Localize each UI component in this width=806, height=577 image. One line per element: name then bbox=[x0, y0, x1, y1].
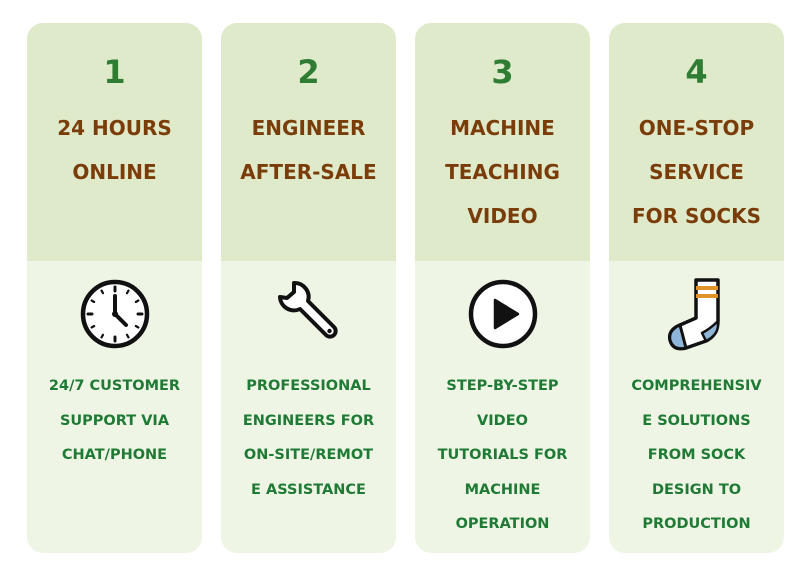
card-title-line: AFTER-SALE bbox=[240, 160, 377, 184]
card-title-line: 24 HOURS bbox=[57, 116, 172, 140]
card-title: ONE-STOP SERVICE FOR SOCKS bbox=[617, 106, 777, 238]
card-title-line: ONLINE bbox=[72, 160, 157, 184]
card-body: 24/7 CUSTOMER SUPPORT VIA CHAT/PHONE bbox=[27, 261, 202, 553]
card-description-line: E SOLUTIONS bbox=[642, 412, 751, 429]
card-description: STEP-BY-STEP VIDEO TUTORIALS FOR MACHINE… bbox=[423, 369, 583, 542]
card-title-line: ONE-STOP bbox=[638, 116, 755, 140]
card-description: PROFESSIONAL ENGINEERS FOR ON-SITE/REMOT… bbox=[229, 369, 389, 507]
card-header: 4 ONE-STOP SERVICE FOR SOCKS bbox=[609, 23, 784, 261]
card-description-line: MACHINE bbox=[464, 481, 541, 498]
sock-icon bbox=[660, 277, 734, 351]
card-machine-teaching-video: 3 MACHINE TEACHING VIDEO STEP-BY-STEP VI… bbox=[415, 23, 590, 553]
card-description: COMPREHENSIV E SOLUTIONS FROM SOCK DESIG… bbox=[617, 369, 777, 542]
card-description-line: CHAT/PHONE bbox=[61, 447, 168, 463]
card-body: STEP-BY-STEP VIDEO TUTORIALS FOR MACHINE… bbox=[415, 261, 590, 553]
card-number: 4 bbox=[685, 53, 708, 91]
card-description-line: OPERATION bbox=[455, 516, 550, 532]
card-title: 24 HOURS ONLINE bbox=[35, 106, 195, 194]
card-24-hours-online: 1 24 HOURS ONLINE bbox=[27, 23, 202, 553]
card-title-line: MACHINE bbox=[450, 116, 555, 140]
card-title-line: SERVICE bbox=[649, 160, 744, 184]
card-description-line: PROFESSIONAL bbox=[246, 378, 371, 394]
card-header: 3 MACHINE TEACHING VIDEO bbox=[415, 23, 590, 261]
card-description-line: SUPPORT VIA bbox=[59, 412, 170, 429]
card-number: 1 bbox=[103, 53, 126, 91]
card-title-line: TEACHING bbox=[445, 160, 560, 184]
card-engineer-after-sale: 2 ENGINEER AFTER-SALE PROFESSIONAL ENGIN… bbox=[221, 23, 396, 553]
card-description: 24/7 CUSTOMER SUPPORT VIA CHAT/PHONE bbox=[35, 369, 195, 473]
card-number: 3 bbox=[491, 53, 514, 91]
card-description-line: COMPREHENSIV bbox=[631, 378, 762, 394]
play-icon bbox=[466, 277, 540, 351]
card-description-line: DESIGN TO bbox=[651, 481, 742, 498]
clock-icon bbox=[78, 277, 152, 351]
card-description-line: ON-SITE/REMOT bbox=[243, 447, 374, 463]
card-header: 2 ENGINEER AFTER-SALE bbox=[221, 23, 396, 261]
card-title: MACHINE TEACHING VIDEO bbox=[423, 106, 583, 238]
card-description-line: ENGINEERS FOR bbox=[242, 412, 375, 429]
card-header: 1 24 HOURS ONLINE bbox=[27, 23, 202, 261]
card-number: 2 bbox=[297, 53, 320, 91]
service-cards: 1 24 HOURS ONLINE bbox=[27, 23, 784, 553]
card-description-line: VIDEO bbox=[477, 412, 528, 429]
wrench-icon bbox=[272, 277, 346, 351]
card-description-line: STEP-BY-STEP bbox=[446, 378, 559, 394]
card-title-line: FOR SOCKS bbox=[631, 204, 761, 228]
card-body: COMPREHENSIV E SOLUTIONS FROM SOCK DESIG… bbox=[609, 261, 784, 553]
card-description-line: FROM SOCK bbox=[647, 447, 746, 463]
card-title-line: ENGINEER bbox=[251, 116, 366, 140]
card-description-line: PRODUCTION bbox=[642, 516, 751, 532]
card-one-stop-service: 4 ONE-STOP SERVICE FOR SOCKS COMPREHENSI… bbox=[609, 23, 784, 553]
card-description-line: 24/7 CUSTOMER bbox=[48, 378, 181, 394]
card-body: PROFESSIONAL ENGINEERS FOR ON-SITE/REMOT… bbox=[221, 261, 396, 553]
card-description-line: TUTORIALS FOR bbox=[437, 447, 568, 463]
card-description-line: E ASSISTANCE bbox=[251, 481, 366, 498]
card-title: ENGINEER AFTER-SALE bbox=[229, 106, 389, 194]
card-title-line: VIDEO bbox=[467, 204, 538, 228]
